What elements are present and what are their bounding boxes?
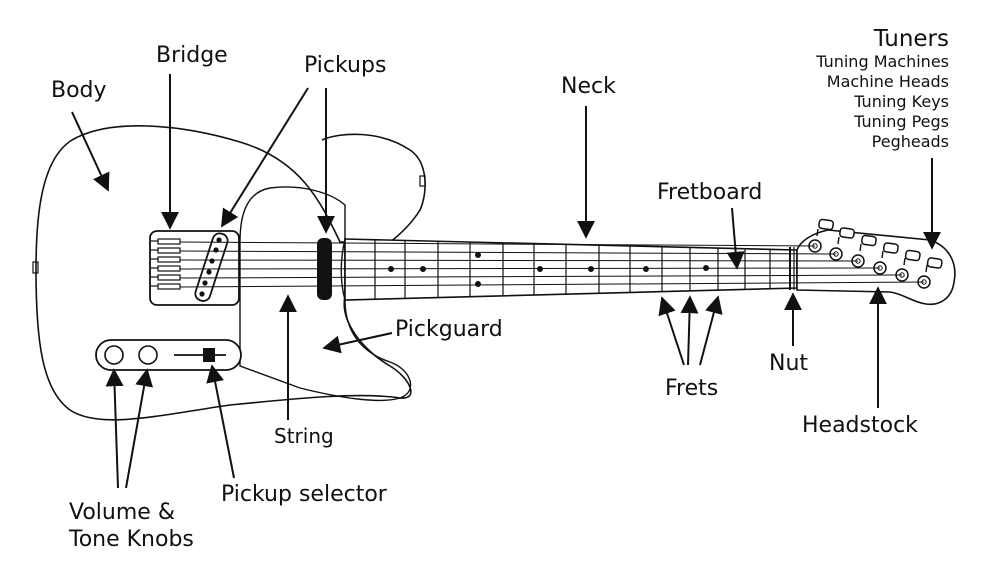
fretboard-end bbox=[340, 238, 346, 301]
volume-knob bbox=[104, 345, 124, 365]
label-volume-tone: Volume & Tone Knobs bbox=[69, 499, 194, 553]
tuner-shaft bbox=[816, 228, 819, 237]
tuner-key bbox=[882, 242, 899, 254]
string-3 bbox=[179, 259, 859, 262]
tuner-shaft bbox=[837, 236, 840, 245]
tuner-shaft bbox=[903, 257, 906, 266]
frets-arrow-2 bbox=[680, 295, 699, 366]
frets-arrow-3 bbox=[699, 295, 723, 366]
strap-button-end bbox=[32, 261, 39, 274]
label-tuners: Tuners bbox=[873, 26, 949, 52]
label-pickups: Pickups bbox=[304, 53, 387, 78]
string-6 bbox=[179, 281, 925, 288]
strap-button bbox=[419, 175, 426, 187]
label-tuners-alt-4: Tuning Pegs bbox=[854, 112, 949, 131]
label-nut: Nut bbox=[769, 351, 809, 376]
control-plate bbox=[95, 339, 242, 371]
tuner-key bbox=[818, 218, 834, 231]
fret-marker-dot bbox=[537, 266, 543, 272]
leader-lines bbox=[71, 74, 941, 489]
label-tuners-alt-2: Machine Heads bbox=[826, 72, 949, 91]
frets-arrow-1 bbox=[658, 296, 685, 366]
label-tuners-alt-1: Tuning Machines bbox=[816, 52, 949, 71]
label-bridge: Bridge bbox=[156, 43, 228, 68]
guitar-upper-horn bbox=[321, 133, 426, 243]
label-tuners-alt-5: Pegheads bbox=[871, 132, 949, 151]
tone-knob bbox=[138, 345, 158, 365]
label-string: String bbox=[274, 424, 334, 448]
tuners-label-block: Tuners Tuning Machines Machine Heads Tun… bbox=[816, 26, 949, 152]
label-pickguard: Pickguard bbox=[395, 317, 503, 342]
tuner-key bbox=[904, 249, 921, 262]
label-tuners-alt-3: Tuning Keys bbox=[854, 92, 949, 111]
string-1 bbox=[179, 241, 816, 247]
tuner-key bbox=[839, 227, 855, 239]
tuner-key bbox=[861, 234, 877, 247]
pickups-arrow-bridge bbox=[221, 87, 309, 228]
frets-group bbox=[374, 239, 771, 300]
label-volume-tone-line2: Tone Knobs bbox=[69, 527, 194, 552]
volume-arrow bbox=[105, 368, 124, 489]
label-frets: Frets bbox=[665, 376, 719, 401]
pickguard-arrow bbox=[322, 332, 393, 354]
label-volume-tone-line1: Volume & bbox=[69, 500, 175, 525]
fretboard-arrow bbox=[726, 207, 745, 270]
tone-arrow bbox=[125, 368, 154, 489]
fret-marker-dot bbox=[475, 281, 481, 287]
label-fretboard: Fretboard bbox=[657, 180, 763, 205]
label-pickup-selector: Pickup selector bbox=[221, 482, 387, 507]
string-4 bbox=[179, 267, 881, 270]
label-headstock: Headstock bbox=[802, 413, 918, 438]
selector-arrow bbox=[206, 364, 235, 479]
tuner-shaft bbox=[925, 264, 928, 273]
label-neck: Neck bbox=[561, 74, 616, 99]
string-2 bbox=[179, 250, 837, 255]
fret-marker-dot bbox=[475, 252, 481, 258]
selector-switch bbox=[203, 348, 215, 362]
fretboard bbox=[344, 238, 798, 301]
fret-marker-dot bbox=[643, 266, 649, 272]
pickguard bbox=[239, 186, 412, 402]
label-body: Body bbox=[51, 78, 107, 103]
body-arrow bbox=[71, 111, 110, 192]
tuner-key bbox=[926, 257, 943, 269]
bridge-saddles bbox=[151, 238, 181, 290]
fret-marker-dot bbox=[588, 266, 594, 272]
string-5 bbox=[179, 274, 903, 279]
strings bbox=[179, 241, 925, 288]
tuner-shaft bbox=[859, 243, 862, 252]
tuner-shaft bbox=[881, 250, 884, 259]
